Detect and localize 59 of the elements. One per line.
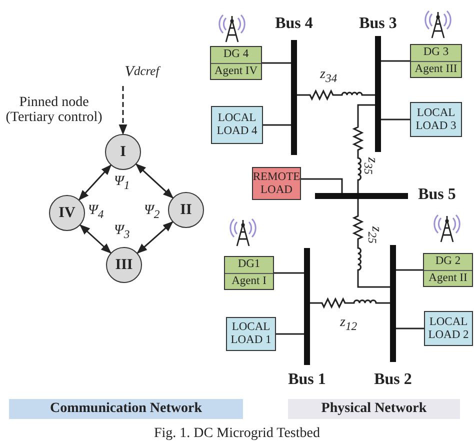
section-band: Physical Network [288, 399, 460, 419]
connector-line [381, 118, 410, 120]
weight-label: Ψ$_{2}$ [144, 203, 160, 221]
remote-load-box: REMOTE LOAD [252, 167, 301, 200]
agent-label: Agent III [411, 60, 461, 77]
load-box: LOCAL LOAD 4 [211, 106, 263, 144]
connector-line [396, 328, 424, 330]
agent-circle: IV [49, 195, 85, 231]
generator-label: DG1 [236, 257, 262, 272]
section-band: Communication Network [9, 399, 243, 419]
agent-circle: I [105, 134, 141, 170]
agent-label: Agent IV [211, 62, 261, 79]
arrow [136, 221, 174, 254]
bus-bar [375, 36, 381, 152]
arrow [135, 163, 174, 199]
generator-box [224, 256, 274, 290]
generator-label: DG 2 [434, 254, 462, 270]
impedance-label: z$_{34}$ [320, 67, 338, 85]
pinned-node-note: Pinned node (Tertiary control) [4, 95, 104, 126]
load-box: LOCAL LOAD 1 [226, 317, 276, 351]
arrow [80, 224, 112, 254]
agent-label: Agent II [424, 270, 472, 286]
arrow [78, 164, 112, 201]
generator-box [210, 46, 262, 80]
connector-line [301, 178, 343, 193]
impedance-label: z$_{12}$ [340, 315, 358, 333]
connector-line [352, 199, 390, 288]
bus-bar [390, 245, 396, 362]
load-box: LOCAL LOAD 3 [410, 102, 462, 137]
connector-line [396, 269, 423, 271]
bus-bar [315, 193, 408, 199]
figure-caption: Fig. 1. DC Microgrid Testbed [153, 426, 321, 442]
agent-circle: III [106, 247, 142, 283]
bus-label: Bus 5 [417, 186, 457, 204]
bus-bar [304, 248, 310, 365]
connector-line [263, 124, 291, 126]
connector-line [381, 60, 410, 62]
load-box: LOCAL LOAD 2 [424, 311, 473, 346]
bus-bar [291, 40, 297, 155]
bus-label: Bus 4 [274, 15, 314, 33]
generator-label: DG 4 [222, 47, 250, 62]
bus-label: Bus 3 [358, 15, 398, 33]
generator-label: DG 3 [422, 45, 450, 60]
generator-box [423, 253, 473, 287]
connector-line [297, 89, 375, 101]
bus-label: Bus 2 [373, 371, 413, 389]
agent-label: Agent I [225, 272, 273, 289]
connector-line [262, 62, 291, 64]
weight-label: Ψ$_{1}$ [114, 174, 130, 192]
generator-box [410, 44, 462, 78]
connector-line [274, 272, 304, 274]
connector-line [352, 104, 375, 193]
connector-line [310, 297, 390, 309]
weight-label: Ψ$_{3}$ [114, 223, 130, 241]
connector-line [276, 333, 304, 335]
bus-label: Bus 1 [287, 371, 327, 389]
agent-circle: II [168, 192, 204, 228]
weight-label: Ψ$_{4}$ [88, 203, 104, 221]
arrow [118, 86, 128, 136]
